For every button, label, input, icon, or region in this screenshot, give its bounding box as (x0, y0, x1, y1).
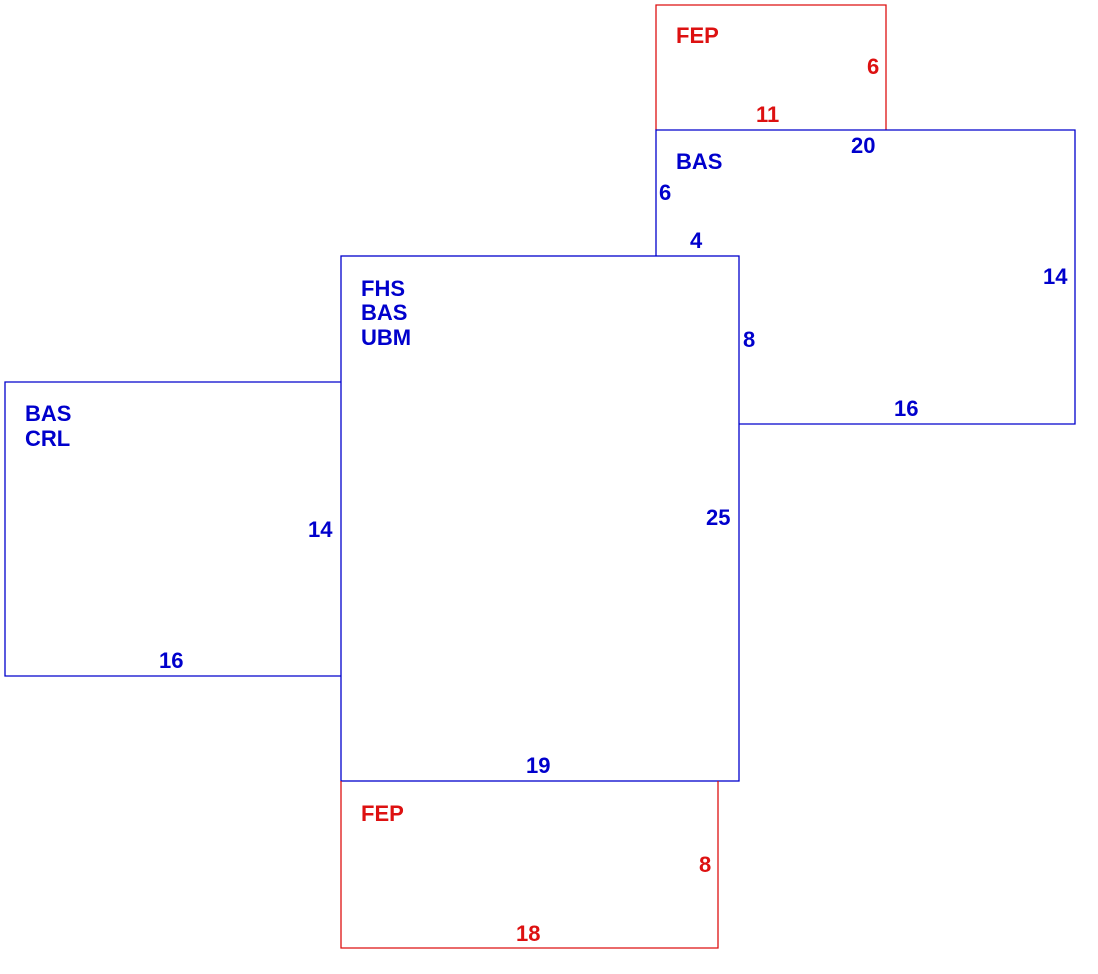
bas-left-bottom-dim: 16 (159, 648, 183, 673)
bas-right-right-dim: 14 (1043, 264, 1068, 289)
porch-top-right-dim: 6 (867, 54, 879, 79)
bas-right-top-dim: 20 (851, 133, 875, 158)
porch-bottom-code: FEP (361, 801, 404, 826)
porch-top-outline (655, 4, 887, 130)
bas-left-right-dim: 14 (308, 517, 333, 542)
bas-right-notch-dim: 4 (690, 228, 703, 253)
bas-left-outline (4, 381, 341, 677)
area-porch-top: FEP 6 11 (655, 4, 887, 130)
bas-right-bottom-dim: 16 (894, 396, 918, 421)
porch-bottom-bottom-dim: 18 (516, 921, 540, 946)
bas-left-code-2: CRL (25, 426, 70, 451)
porch-bottom-right-dim: 8 (699, 852, 711, 877)
main-outline (340, 255, 740, 782)
bas-right-code: BAS (676, 149, 722, 174)
main-code-3: UBM (361, 325, 411, 350)
area-porch-bottom: FEP 8 18 (340, 781, 719, 949)
main-code-2: BAS (361, 300, 407, 325)
porch-bottom-outline (340, 781, 719, 949)
bas-right-outline (655, 129, 1076, 425)
area-main: FHS BAS UBM 25 19 (340, 255, 740, 782)
porch-top-code: FEP (676, 23, 719, 48)
main-code-1: FHS (361, 276, 405, 301)
porch-top-bottom-dim: 11 (756, 102, 779, 127)
area-bas-left: BAS CRL 14 16 (4, 381, 341, 677)
bas-left-code-1: BAS (25, 401, 71, 426)
bas-right-inner-left-dim: 8 (743, 327, 755, 352)
main-right-dim: 25 (706, 505, 730, 530)
main-bottom-dim: 19 (526, 753, 550, 778)
bas-right-left-dim: 6 (659, 180, 671, 205)
area-bas-right: BAS 20 6 4 14 8 16 (655, 129, 1076, 425)
